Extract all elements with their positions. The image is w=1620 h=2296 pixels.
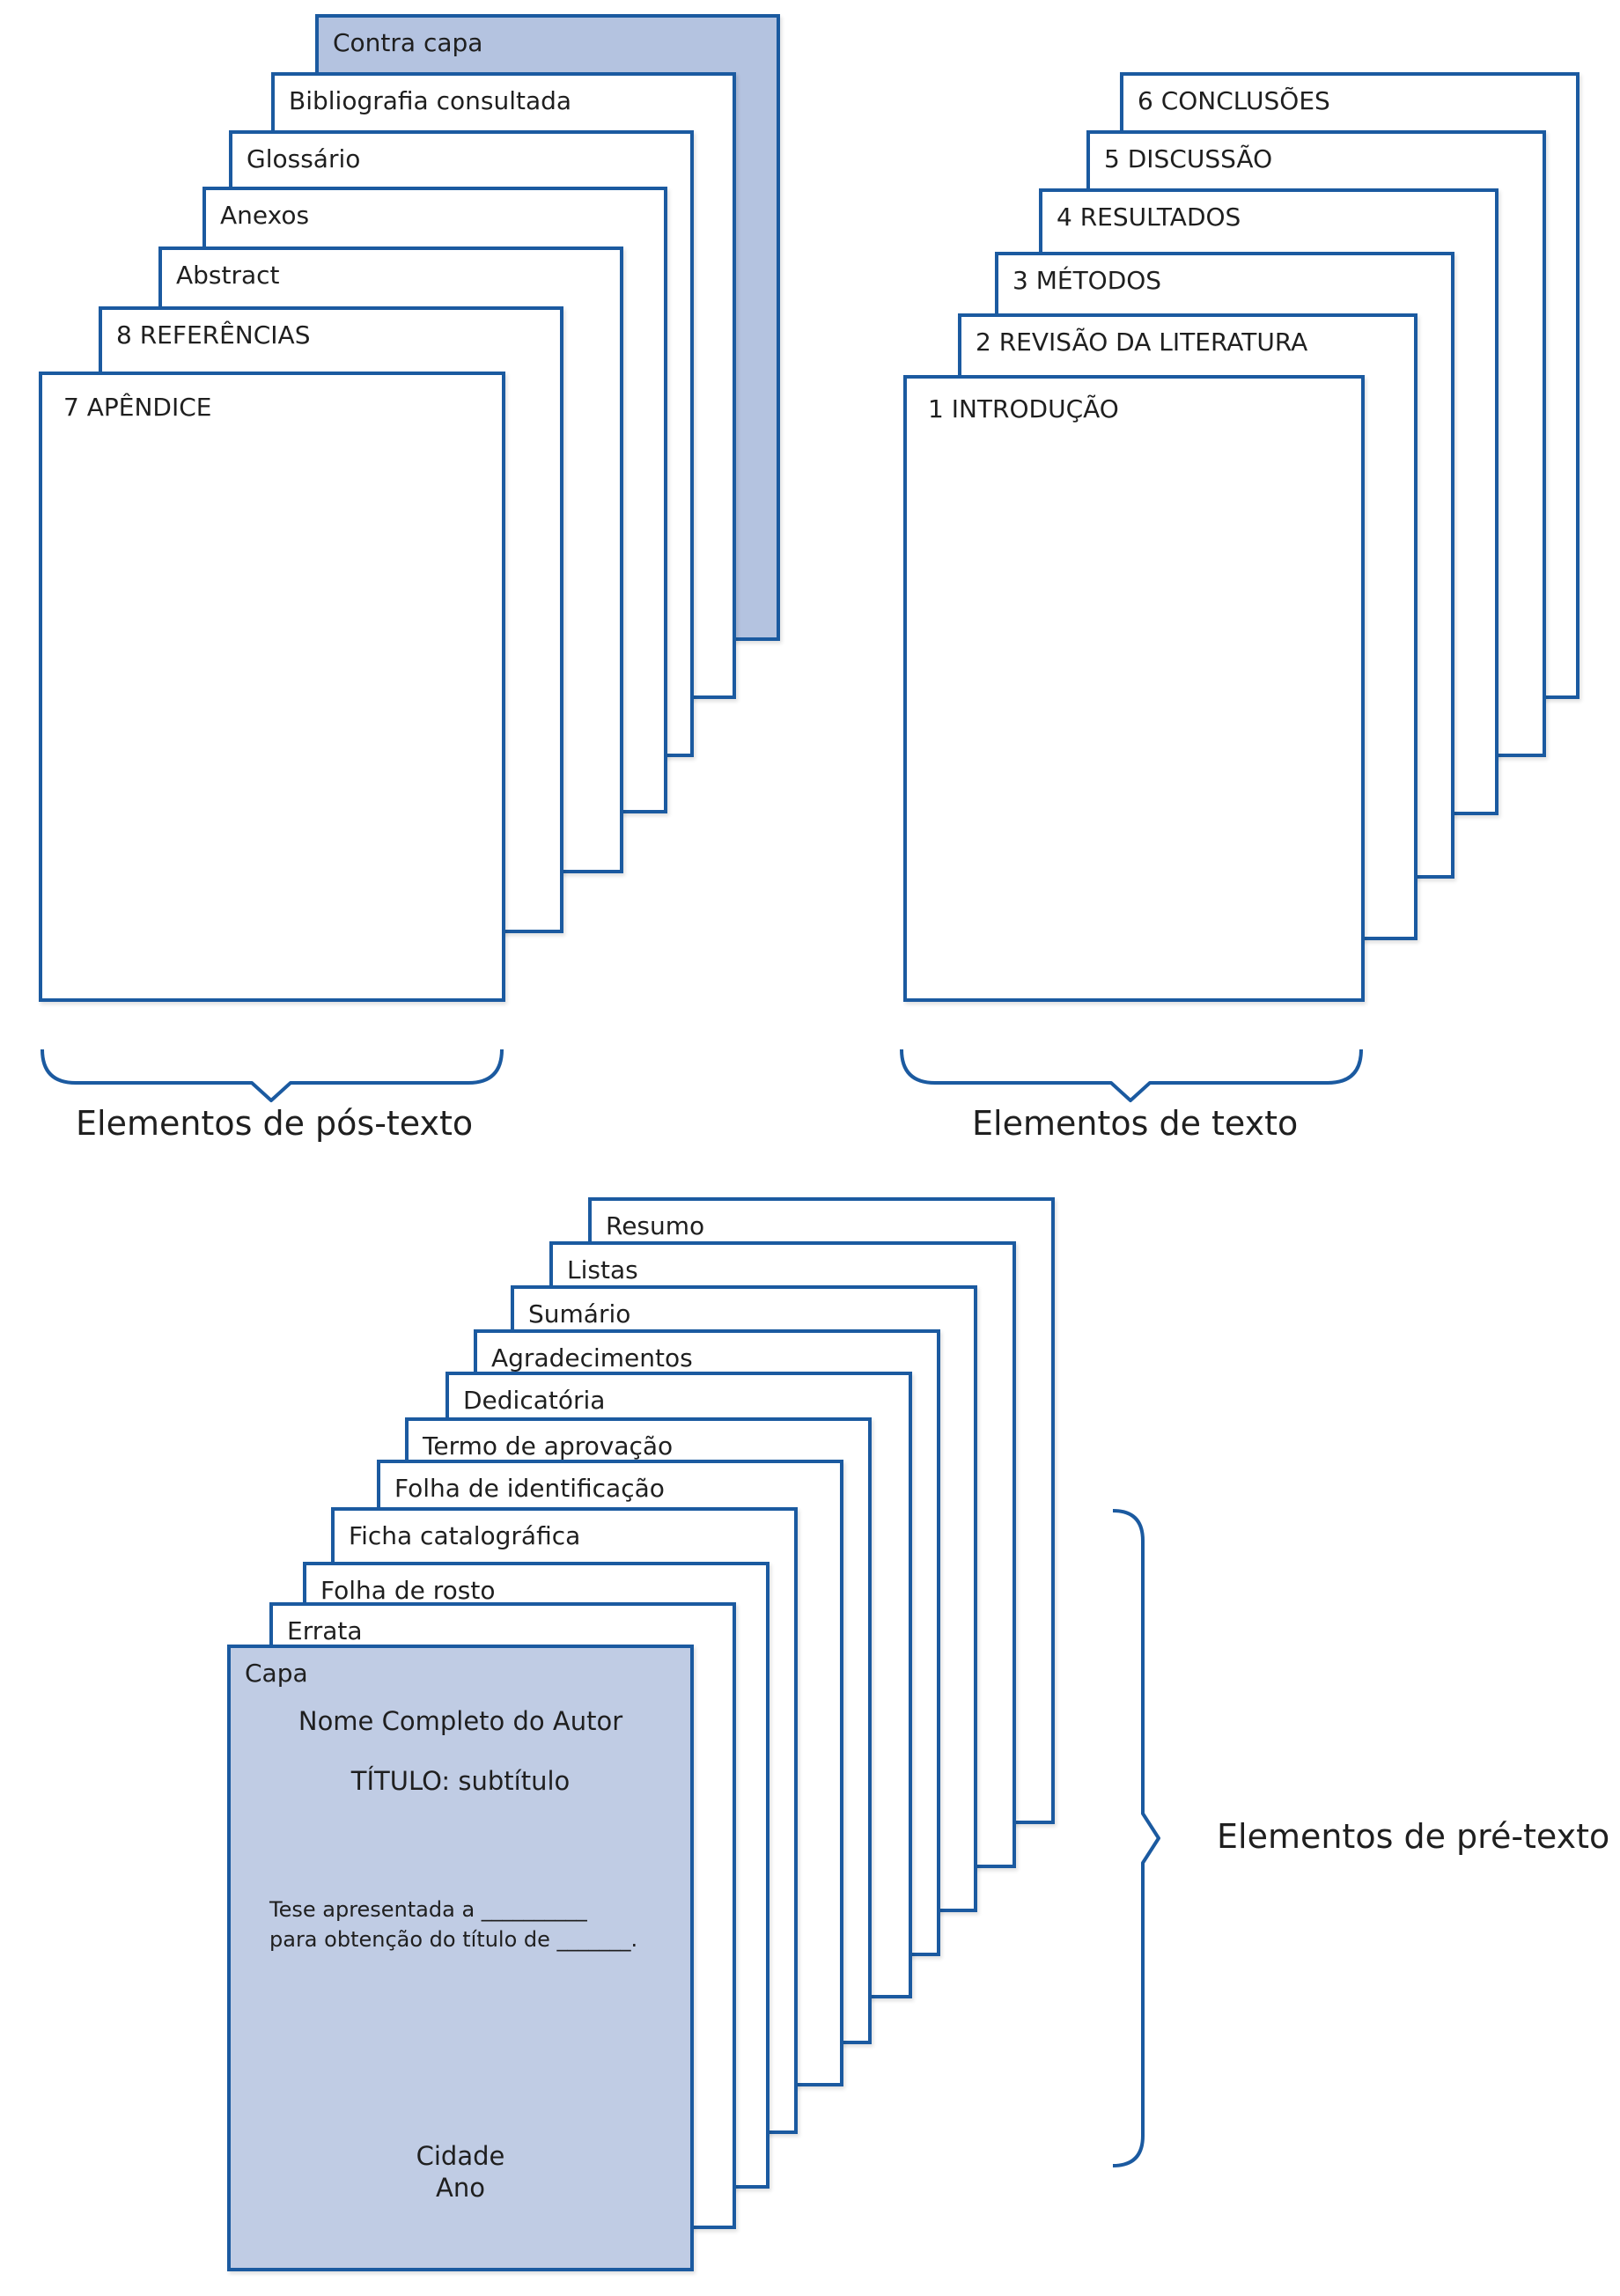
cover-title: TÍTULO: subtítulo <box>350 1766 571 1796</box>
page-label: Folha de rosto <box>320 1576 496 1605</box>
page-label: Glossário <box>247 144 361 173</box>
page-label: Anexos <box>220 201 310 230</box>
label-elementos-texto: Elementos de texto <box>972 1104 1299 1143</box>
page-label: 6 CONCLUSÕES <box>1138 86 1330 115</box>
page-label: Agradecimentos <box>491 1343 693 1372</box>
page-label: Bibliografia consultada <box>289 86 572 115</box>
page-label: 5 DISCUSSÃO <box>1104 144 1273 173</box>
page-label: 3 MÉTODOS <box>1012 266 1162 295</box>
page-label: Termo de aprovação <box>423 1431 674 1461</box>
page-label: 4 RESULTADOS <box>1057 202 1241 232</box>
page-label: Abstract <box>176 261 280 290</box>
page-label: Folha de identificação <box>394 1474 665 1503</box>
cover-city: Cidade <box>416 2141 505 2171</box>
page-label: Errata <box>287 1616 363 1645</box>
page-label: Contra capa <box>333 28 483 57</box>
label-elementos-pre-texto: Elementos de pré-texto <box>1217 1817 1610 1856</box>
page-label: Capa <box>245 1659 308 1688</box>
page-label: 7 APÊNDICE <box>63 393 212 422</box>
page-label: Ficha catalográfica <box>349 1521 581 1550</box>
brace-texto <box>900 1049 1363 1102</box>
page-label: Dedicatória <box>463 1386 606 1415</box>
page-label: Resumo <box>606 1211 705 1240</box>
cover-author: Nome Completo do Autor <box>298 1706 623 1736</box>
page-label: Listas <box>567 1255 638 1284</box>
brace-pos-texto <box>40 1049 504 1102</box>
page-label: 1 INTRODUÇÃO <box>928 394 1119 423</box>
label-elementos-pos-texto: Elementos de pós-texto <box>76 1104 474 1143</box>
page-capa: Capa Nome Completo do Autor TÍTULO: subt… <box>227 1645 694 2271</box>
page-label: Sumário <box>528 1299 631 1328</box>
page-1-introducao: 1 INTRODUÇÃO <box>903 375 1365 1002</box>
cover-year: Ano <box>436 2173 485 2203</box>
cover-thesis-line-2: para obtenção do título de _______. <box>269 1927 638 1952</box>
page-label: 2 REVISÃO DA LITERATURA <box>976 327 1308 357</box>
cover-thesis-line-1: Tese apresentada a __________ <box>269 1897 587 1922</box>
page-label: 8 REFERÊNCIAS <box>116 320 311 350</box>
page-7-apendice: 7 APÊNDICE <box>39 372 505 1002</box>
brace-pre-texto <box>1112 1509 1160 2167</box>
